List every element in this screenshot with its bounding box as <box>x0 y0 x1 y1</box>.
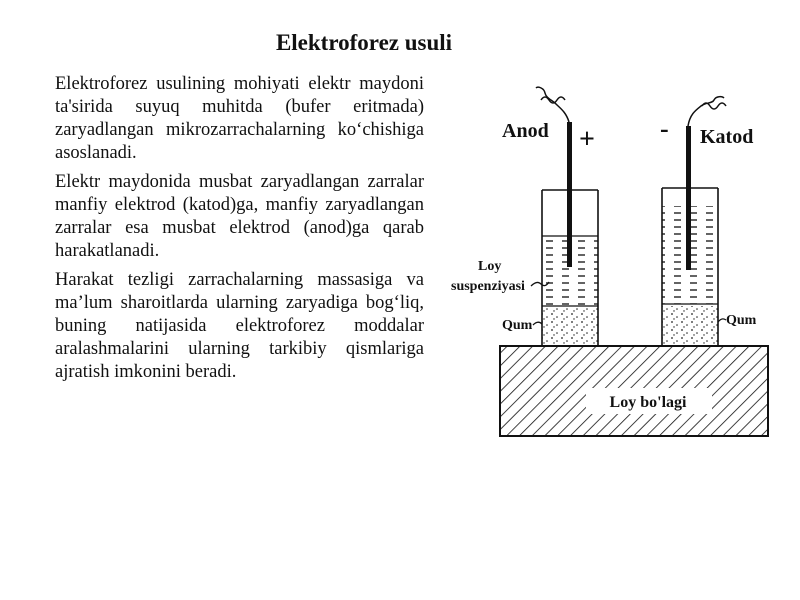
sand-pointer-right <box>717 318 727 323</box>
cathode-wire-coil <box>701 102 727 110</box>
anode-wire <box>535 86 570 123</box>
cathode-wire <box>687 95 725 127</box>
clay-block-label-bg <box>586 388 712 414</box>
sand-pointer-left <box>532 321 543 326</box>
anode-electrode <box>567 122 572 267</box>
cathode-electrode <box>686 126 691 270</box>
sand-label-right: Qum <box>726 313 757 328</box>
suspension-label-line1: Loy <box>478 259 501 274</box>
plus-sign: + <box>579 124 595 155</box>
body-text: Elektroforez usulining mohiyati elektr m… <box>55 73 424 390</box>
suspension-pointer <box>530 281 550 287</box>
electrophoresis-diagram: Loy bo'lagi Anod <box>440 78 790 448</box>
paragraph-separation: Harakat tezligi zarrachalarning massasig… <box>55 270 424 382</box>
anode-label: Anod <box>502 120 549 142</box>
sand-label-left: Qum <box>502 318 533 333</box>
suspension-label-line2: suspenziyasi <box>451 279 525 294</box>
slide-title: Elektroforez usuli <box>275 30 453 55</box>
paragraph-principle: Elektroforez usulining mohiyati elektr m… <box>55 74 424 163</box>
minus-sign: - <box>660 114 669 143</box>
cathode-label: Katod <box>700 126 753 148</box>
paragraph-charge-movement: Elektr maydonida musbat zaryadlangan zar… <box>55 172 424 261</box>
anode-wire-coil <box>540 96 566 104</box>
clay-block-label: Loy bo'lagi <box>610 394 687 411</box>
